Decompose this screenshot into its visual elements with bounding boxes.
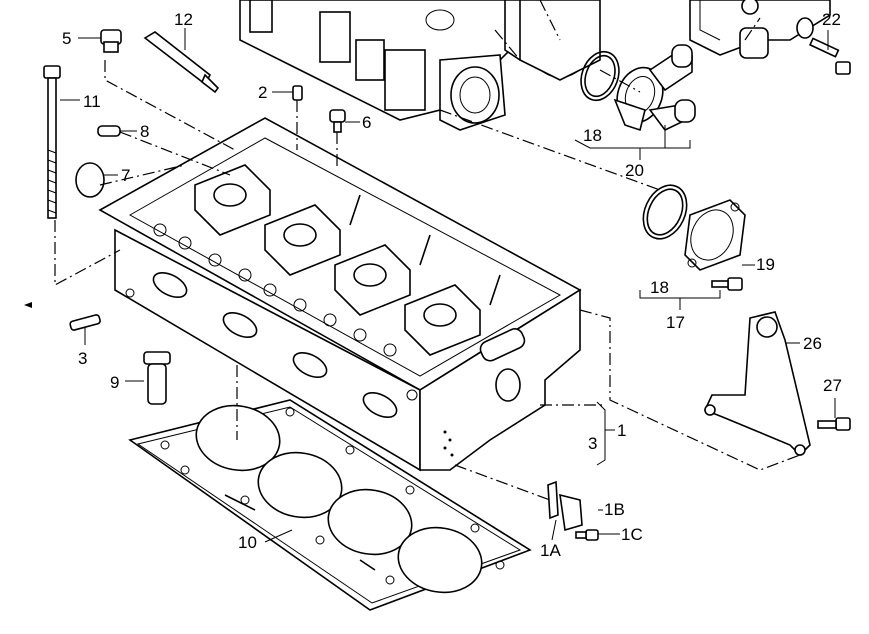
cover-flange-17: [684, 199, 746, 271]
label-11: 11: [83, 92, 101, 111]
label-18-lower: 18: [650, 278, 669, 297]
label-5: 5: [62, 29, 71, 48]
bracket-26: [703, 311, 811, 457]
label-1c: 1C: [621, 525, 643, 544]
callout-labels: 5 12 11 2 6 8 7 3 9 10 22 18 20 18 19 17…: [62, 10, 842, 560]
cylinder-head: [98, 117, 582, 472]
label-17: 17: [666, 313, 685, 332]
label-1a: 1A: [540, 541, 561, 560]
seal-ring-upper: [580, 50, 620, 102]
pin-2: [292, 85, 303, 101]
dowel-8: [97, 125, 121, 137]
sealant-tube-12: [143, 31, 220, 94]
leader-lines: [60, 28, 836, 543]
bolt-19: [711, 277, 743, 291]
label-19: 19: [756, 255, 775, 274]
sleeve-9: [143, 351, 171, 405]
label-6: 6: [362, 113, 371, 132]
clip-1a: [547, 480, 559, 520]
bolt-22: [808, 37, 851, 75]
assembly-lines: [54, 0, 801, 501]
top-right-flange: [689, 0, 831, 59]
label-20: 20: [625, 161, 644, 180]
label-2: 2: [258, 83, 267, 102]
plate-1b: [559, 493, 583, 532]
label-3-right: 3: [588, 434, 597, 453]
stud-3: [69, 314, 101, 331]
label-1b: 1B: [604, 500, 625, 519]
screw-6: [329, 109, 346, 133]
pointer-arrow-icon: [24, 302, 32, 308]
label-1: 1: [617, 421, 626, 440]
sealing-plug-7: [75, 162, 105, 198]
intake-manifold: [239, 0, 601, 131]
plug-5: [100, 29, 122, 53]
screw-1c: [575, 529, 599, 541]
head-gasket: [128, 399, 532, 611]
bolt-11: [43, 65, 61, 219]
label-22: 22: [822, 10, 841, 29]
coolant-flange: [613, 44, 696, 132]
label-8: 8: [140, 122, 149, 141]
label-10: 10: [238, 533, 257, 552]
label-3-left: 3: [78, 349, 87, 368]
label-7: 7: [121, 166, 130, 185]
seal-ring-lower: [642, 184, 688, 240]
label-18-upper: 18: [583, 126, 602, 145]
label-26: 26: [803, 334, 822, 353]
label-9: 9: [110, 373, 119, 392]
label-12: 12: [174, 10, 193, 29]
label-27: 27: [823, 376, 842, 395]
bolt-27: [817, 417, 851, 431]
